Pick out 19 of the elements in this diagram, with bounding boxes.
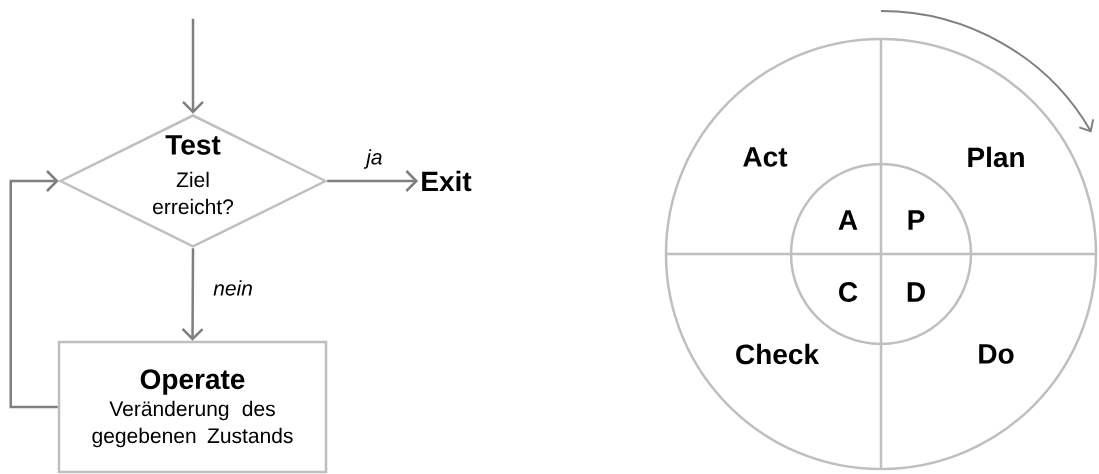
edge-label: nein bbox=[212, 279, 254, 297]
quadrant-label: Check bbox=[736, 343, 820, 365]
box-text: Veränderung des gegebenen Zustands bbox=[92, 400, 293, 448]
quadrant-label: Plan bbox=[968, 146, 1024, 168]
arrow bbox=[181, 248, 204, 341]
quadrant-label: Act bbox=[743, 147, 788, 167]
quadrant-label: A bbox=[838, 210, 858, 230]
arrow bbox=[9, 170, 59, 409]
quadrant-label: Do bbox=[979, 344, 1014, 364]
exit-label: Exit bbox=[422, 170, 472, 192]
diamond-text: Test bbox=[165, 135, 221, 155]
diamond-text: Ziel erreicht? bbox=[153, 171, 234, 215]
quadrant-label: P bbox=[908, 210, 925, 230]
edge-label: ja bbox=[363, 148, 384, 170]
arrow bbox=[182, 18, 204, 114]
box-text: Operate bbox=[140, 369, 245, 395]
arrow bbox=[327, 170, 419, 192]
quadrant-label: D bbox=[907, 282, 925, 302]
quadrant-label: C bbox=[839, 282, 858, 302]
